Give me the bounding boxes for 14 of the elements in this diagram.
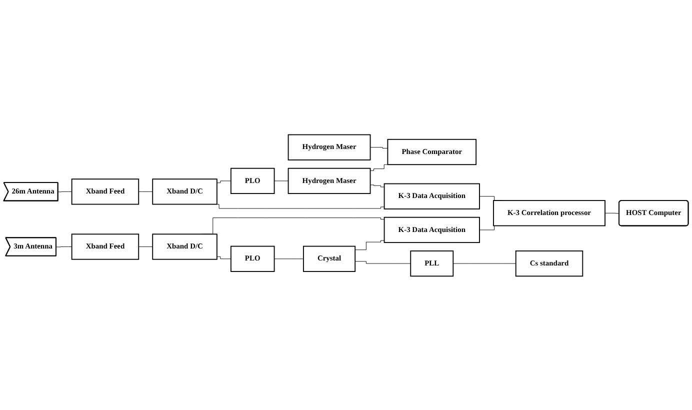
connector [604,212,620,214]
connector [58,191,72,192]
connector [274,180,289,181]
connector [138,246,153,247]
connector [216,180,232,183]
connector [138,191,153,192]
connector [370,146,388,148]
connector [452,262,516,264]
connector [216,256,232,259]
connector [354,240,385,250]
connector [370,184,385,187]
connector [354,260,411,264]
connector [274,258,304,259]
connector [56,246,72,247]
